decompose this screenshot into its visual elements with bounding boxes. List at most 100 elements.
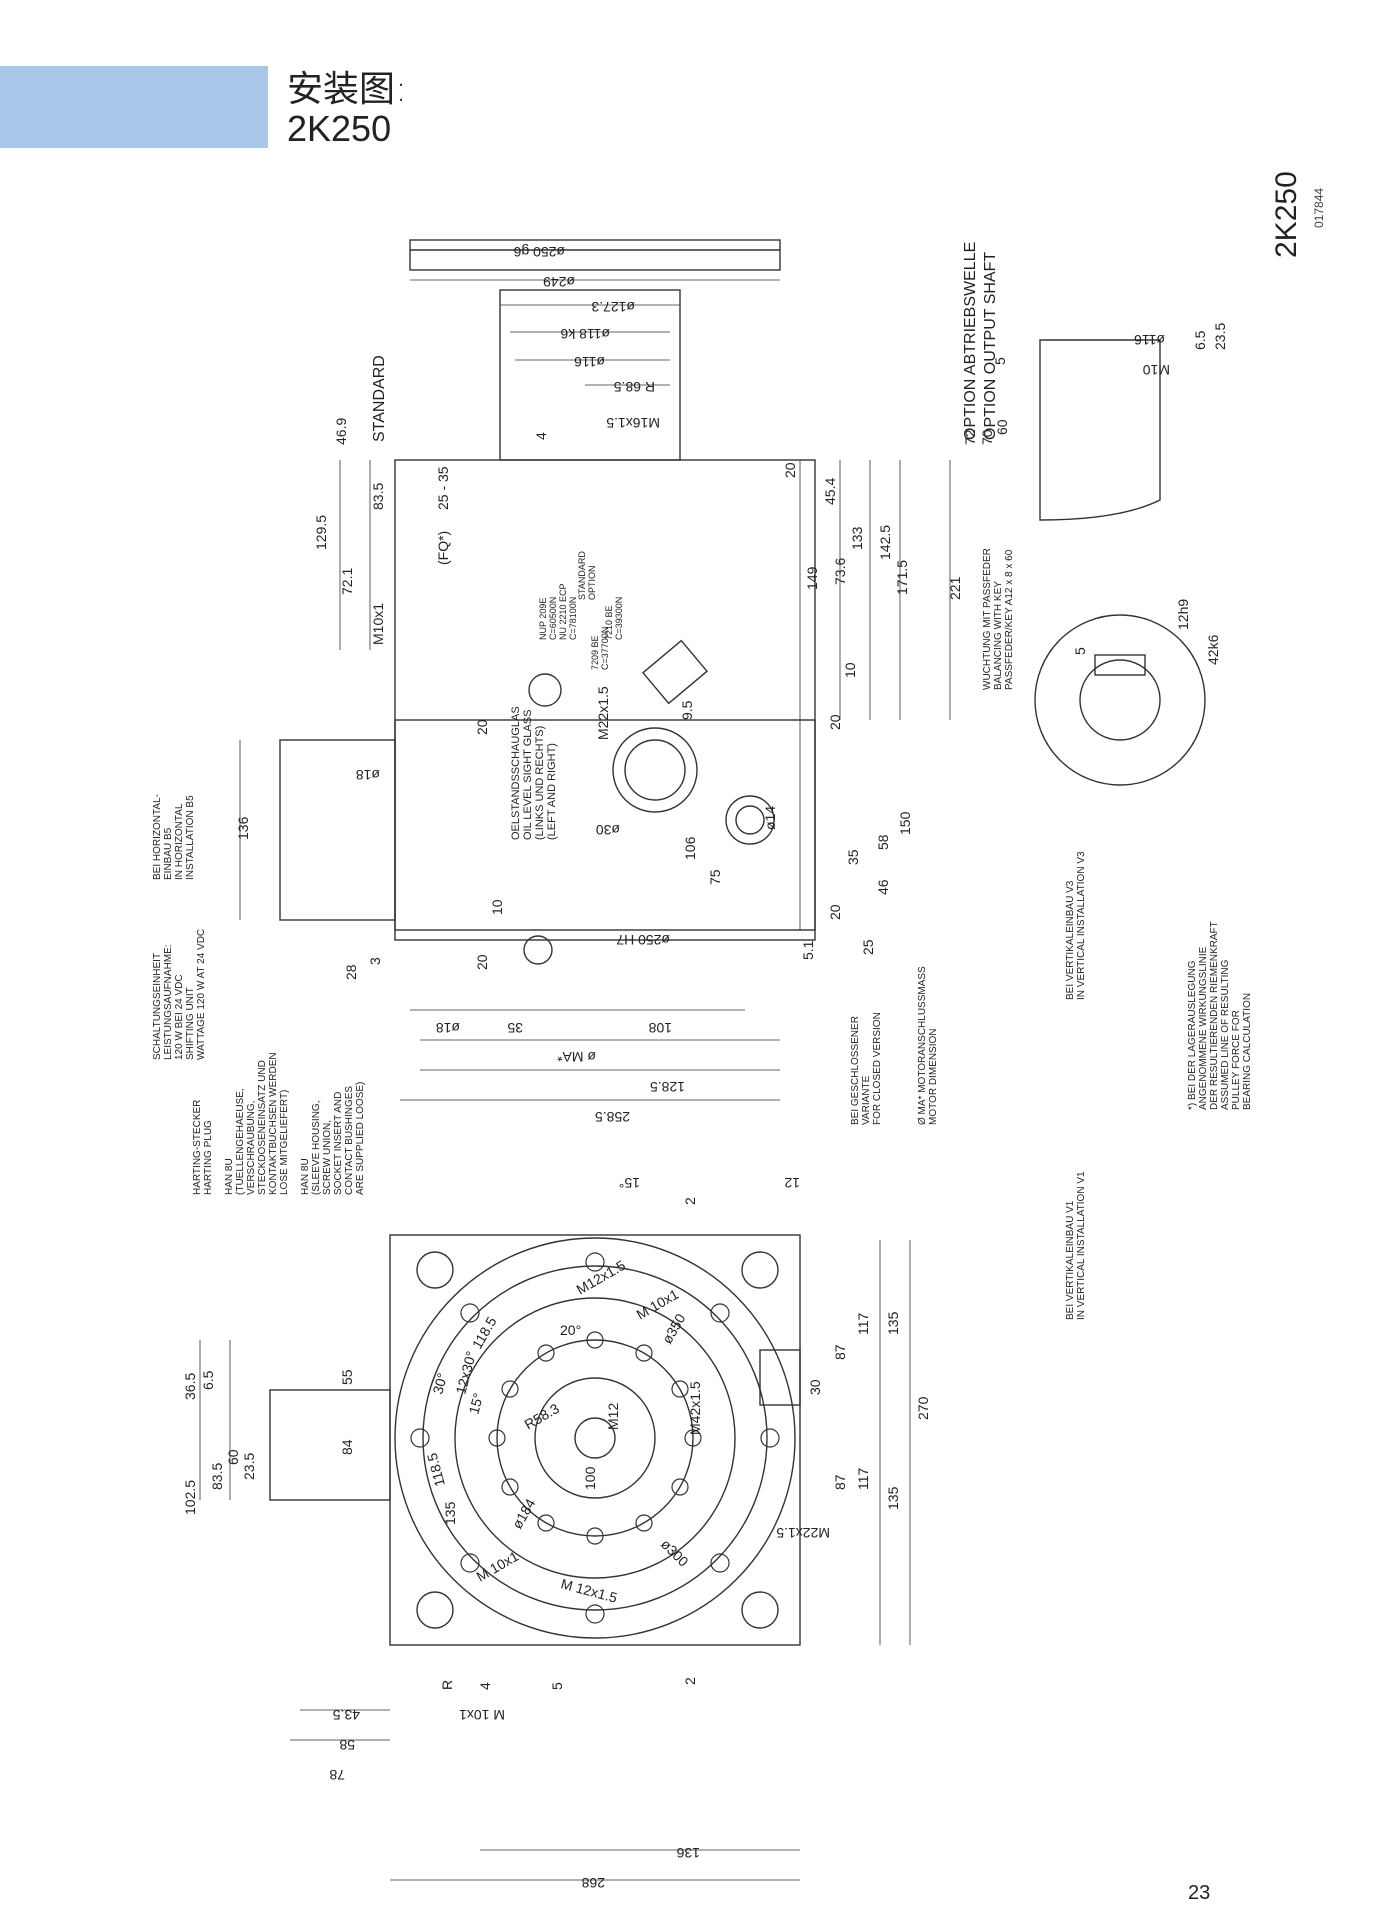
dim-front-32: 4: [477, 1682, 493, 1690]
output-flange-top: [409, 239, 781, 271]
dim-left-5: (FQ*): [435, 531, 451, 565]
dim-front-26: 87: [832, 1474, 848, 1490]
dim-body-13: ø18: [436, 1020, 460, 1036]
page-title-model: 2K250: [287, 108, 392, 149]
dim-body-11: 28: [343, 964, 359, 980]
shifting-unit-5: WATTAGE 120 W AT 24 VDC: [196, 929, 207, 1060]
motor-dimension-2: MOTOR DIMENSION: [928, 1029, 939, 1125]
dim-body-10: 20: [474, 954, 490, 970]
dim-left-front-8: 43.5: [333, 1707, 360, 1723]
dim-front-21: M22x1.5: [776, 1525, 830, 1541]
dim-body-12: 3: [367, 957, 383, 965]
dim-left-front-1: 6.5: [200, 1370, 216, 1390]
shifting-unit-box: [279, 739, 396, 921]
bearing-label-7: C=60500N: [548, 597, 558, 640]
dim-front-28: 135: [885, 1486, 901, 1510]
dim-front-15: 118.5: [424, 1451, 448, 1488]
dim-body-17: 128.5: [650, 1079, 685, 1095]
dim-right-5: 142.5: [877, 525, 893, 560]
dim-left-front-2: 102.5: [182, 1480, 198, 1515]
dim-front-16: ø184: [509, 1496, 539, 1532]
dim-body-16: ø MA*: [557, 1049, 596, 1065]
dim-front-5: 20°: [560, 1322, 581, 1338]
dim-left-4: 25 - 35: [435, 466, 451, 510]
dim-front-29: 270: [915, 1396, 931, 1420]
balancing-2: BALANCING WITH KEY: [993, 581, 1004, 690]
harting-13: CONTACT BUSHINGES: [344, 1086, 355, 1195]
dim-left-front-3: 83.5: [209, 1463, 225, 1490]
dim-top-6: M16x1.5: [606, 415, 660, 431]
dim-front-7: 118.5: [469, 1314, 500, 1352]
dim-right-13: 46: [875, 879, 891, 895]
dim-shaft-6: 70: [979, 429, 995, 445]
dim-front-35: 136: [676, 1845, 700, 1861]
dim-front-34: M 10x1: [459, 1707, 505, 1723]
dim-front-11: M42x1.5: [687, 1381, 703, 1435]
dim-front-17: ø300: [658, 1536, 692, 1570]
dim-front-0: 15°: [619, 1175, 640, 1191]
dim-front-30: 2: [682, 1677, 698, 1685]
motor-dimension-1: Ø MA* MOTORANSCHLUSSMASS: [917, 966, 928, 1125]
dim-left-front-10: 78: [329, 1767, 345, 1783]
standard-label: STANDARD: [371, 355, 388, 442]
bearing-note-3: DER RESULTIERENDEN RIEMENKRAFT: [1209, 921, 1220, 1110]
page-number: 23: [1188, 1882, 1211, 1904]
harting-6: STECKDOSENEINSATZ UND: [257, 1060, 268, 1195]
dim-front-8: 30°: [429, 1371, 450, 1396]
dim-right-17: ø14: [762, 806, 778, 830]
bearing-note-5: PULLEY FORCE FOR: [1231, 1010, 1242, 1110]
dim-top-7: 4: [533, 432, 549, 440]
dim-left-front-7: 84: [339, 1439, 355, 1455]
dim-left-front-4: 60: [225, 1449, 241, 1465]
vertical-v1-1: BEI VERTIKALEINBAU V1: [1065, 1200, 1076, 1320]
oil-glass-label-3: (LINKS UND RECHTS): [534, 726, 546, 840]
shifting-unit-2: LEISTUNGSAUFNAHME:: [163, 944, 174, 1060]
dim-front-23: 135: [885, 1311, 901, 1335]
dim-body-0: M22x1.5: [595, 686, 611, 740]
header-color-bar: [0, 66, 268, 148]
bearing-label-2: 7210 BE: [604, 605, 614, 640]
closed-version-3: FOR CLOSED VERSION: [872, 1012, 883, 1125]
dim-front-3: M12x1.5: [574, 1257, 629, 1298]
balancing-3: PASSFEDER/KEY A12 x 8 x 60: [1004, 549, 1015, 690]
dim-front-20: M 12x1.5: [559, 1575, 619, 1605]
dim-top-0: ø250 g6: [513, 244, 565, 260]
dim-front-1: 12: [784, 1175, 800, 1191]
output-flange-side: [499, 289, 681, 461]
harting-1: HARTING-STECKER: [192, 1100, 203, 1195]
dim-top-5: R 68.5: [614, 379, 655, 395]
bearing-label-4: STANDARD: [577, 551, 587, 600]
oil-glass-label-1: OELSTANDSSCHAUGLAS: [510, 706, 522, 840]
page-title-cn: 安装图:: [287, 69, 408, 110]
dim-left-6: 72.1: [339, 568, 355, 595]
dim-left-0: 46.9: [333, 418, 349, 445]
front-outer-circle: [394, 1237, 796, 1639]
dim-right-12: 35: [845, 849, 861, 865]
dim-front-9: 12x30°: [452, 1349, 479, 1395]
bearing-note-4: ASSUMED LINE OF RESULTING: [1220, 959, 1231, 1110]
dim-left-3: 83.5: [370, 483, 386, 510]
dim-left-front-0: 36.5: [182, 1373, 198, 1400]
vertical-v3-1: BEI VERTIKALEINBAU V3: [1065, 880, 1076, 1000]
dim-front-22: 117: [855, 1312, 871, 1335]
harting-9: HAN 8U: [300, 1158, 311, 1195]
harting-3: HAN 8U: [224, 1158, 235, 1195]
harting-11: SCREW UNION,: [322, 1120, 333, 1195]
dim-front-12: M12: [605, 1403, 621, 1430]
dim-shaft-9: 42k6: [1205, 634, 1221, 665]
balancing-1: WUCHTUNG MIT PASSFEDER: [982, 548, 993, 690]
dim-front-31: 5: [549, 1682, 565, 1690]
dim-right-4: 133: [849, 526, 865, 550]
dim-front-25: 30: [807, 1379, 823, 1395]
front-inner-flange: [496, 1339, 694, 1537]
dim-shaft-4: 23.5: [1212, 323, 1228, 350]
harting-14: ARE SUPPLIED LOOSE): [355, 1082, 366, 1195]
shifting-unit-3: 120 W BEI 24 VDC: [174, 974, 185, 1060]
option-shaft-title-en: OPTION OUTPUT SHAFT: [982, 252, 999, 440]
dim-body-14: 35: [507, 1020, 523, 1036]
dim-front-2: 2: [682, 1197, 698, 1205]
dim-shaft-2: 5: [992, 357, 1008, 365]
bearing-note-1: *) BEI DER LAGERAUSLEGUNG: [1187, 960, 1198, 1110]
dim-shaft-8: 12h9: [1175, 599, 1191, 630]
dim-left-front-9: 58: [339, 1737, 355, 1753]
